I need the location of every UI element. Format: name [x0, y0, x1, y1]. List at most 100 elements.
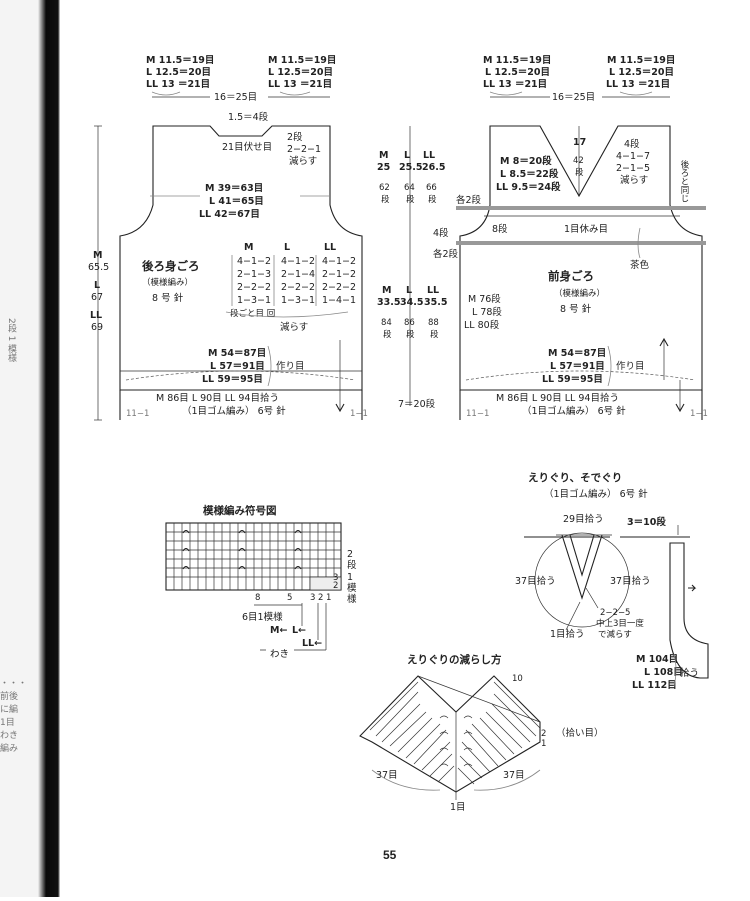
mid-header-m: M	[379, 150, 388, 161]
back-title: 後ろ身ごろ	[142, 259, 200, 273]
chart-note-2: 段	[347, 559, 357, 571]
back-dec-note2: 減らす	[280, 321, 308, 333]
back-neck-note2: 2−2−1	[287, 144, 321, 155]
front-corner-right: 1−1	[690, 409, 708, 419]
front-pickup: M 86目 L 90目 LL 94目拾う	[496, 392, 619, 404]
neckband-subtitle: （1目ゴム編み） 6号 針	[544, 488, 648, 500]
back-shoulder-left-l: L 12.5＝20目	[146, 67, 211, 78]
back-hem-l: L 57＝91目	[210, 361, 265, 372]
chart-size-ll: LL←	[302, 638, 322, 649]
vneck-title: えりぐりの減らし方	[407, 653, 502, 666]
neckband-arm-label: 拾う	[680, 667, 699, 679]
front-rows4: 4段	[433, 227, 449, 239]
stitch-chart: 模様編み符号図 2 段 1 模 様 3 2 8 5 3 2 1 6目1模様 M←…	[165, 504, 357, 660]
neckband-arm-l: L 108目	[644, 667, 683, 678]
back-dec-r4-l: 1−3−1	[281, 295, 315, 306]
margin-vertical-note: 2段 1 模様	[6, 318, 16, 363]
back-height-m-val: 65.5	[88, 262, 109, 273]
front-shoulder-right-l: L 12.5＝20目	[609, 67, 674, 78]
mid-row1-ll-sub: 66	[426, 183, 437, 193]
back-corner-right: 1−1	[350, 409, 368, 419]
back-dec-r1-ll: 4−1−2	[322, 256, 356, 267]
back-pickup: M 86目 L 90目 LL 94目拾う	[156, 392, 279, 404]
chart-symbols	[182, 529, 302, 570]
front-stripe-left: 各2段	[456, 194, 482, 206]
back-armhole-l: L 41＝65目	[209, 196, 264, 207]
chart-num-8: 8	[255, 593, 260, 603]
back-neck-note1: 2段	[287, 131, 303, 143]
chart-note-3: 1	[347, 572, 353, 583]
neckband-right-pick: 37目拾う	[610, 575, 651, 587]
front-side-rows-m: M 76段	[468, 293, 501, 305]
front-v-depth: 17	[573, 137, 586, 148]
back-height-l: L	[94, 280, 100, 291]
back-shoulder-left-m: M 11.5＝19目	[146, 55, 214, 66]
front-v-dec-3: 2−1−5	[616, 163, 650, 174]
back-dec-r1-l: 4−1−2	[281, 256, 315, 267]
chart-side: わき	[270, 649, 289, 660]
back-dec-r4-ll: 1−4−1	[322, 295, 356, 306]
back-neck-note3: 減らす	[289, 155, 317, 167]
chart-row-3: 3	[333, 573, 338, 583]
front-neck-width: 16＝25目	[552, 92, 595, 103]
neckband-diagram: えりぐり、そでぐり （1目ゴム編み） 6号 針 29目拾う 3＝10段 37目拾…	[515, 472, 709, 691]
back-neck-width: 16＝25目	[214, 92, 257, 103]
chart-num-3: 3	[310, 593, 315, 603]
front-color: 茶色	[630, 259, 650, 271]
mid-header2-m: M	[382, 285, 391, 296]
mid-bottom: 7＝20段	[398, 398, 436, 410]
front-bodice-diagram: M 11.5＝19目 L 12.5＝20目 LL 13 ＝21目 M 11.5＝…	[433, 55, 708, 420]
mid-row1-l-sub: 64	[404, 183, 415, 193]
neckband-circle	[534, 532, 630, 628]
mid-unit-2c: 段	[430, 329, 439, 340]
back-dec-note1: 段ごと目 回	[230, 308, 275, 319]
chart-num-1: 1	[326, 593, 331, 603]
mid-unit-1b: 段	[406, 194, 415, 205]
back-corner-left: 11−1	[126, 409, 149, 419]
front-title: 前身ごろ	[548, 269, 594, 283]
mid-row1-m: 25	[377, 162, 390, 173]
back-height-m: M	[93, 250, 102, 261]
mid-unit-1c: 段	[428, 194, 437, 205]
back-bindoff: 21目伏せ目	[222, 141, 272, 153]
back-ribbing: （1目ゴム編み） 6号 針	[182, 405, 286, 417]
back-dec-r2-l: 2−1−4	[281, 269, 315, 280]
mid-row2-m-sub: 84	[381, 318, 392, 328]
vneck-center: 1目	[450, 802, 466, 813]
front-hem-m: M 54＝87目	[548, 348, 606, 359]
front-shoulder-left-m: M 11.5＝19目	[483, 55, 551, 66]
back-make-sts: 作り目	[276, 360, 305, 372]
front-same-as-back: 後ろと同じ	[679, 159, 689, 202]
mid-unit-2b: 段	[406, 329, 415, 340]
front-v-rows-m: M 8＝20段	[500, 155, 552, 167]
back-height-ll: LL	[90, 310, 102, 321]
pattern-diagrams: M 11.5＝19目 L 12.5＝20目 LL 13 ＝21目 M 11.5＝…	[88, 55, 709, 813]
front-shoulder-left-l: L 12.5＝20目	[485, 67, 550, 78]
back-shoulder-left-ll: LL 13 ＝21目	[146, 79, 210, 90]
chart-note-1: 2	[347, 549, 353, 560]
mid-row2-ll-sub: 88	[428, 318, 439, 328]
back-dec-r3-l: 2−2−2	[281, 282, 315, 293]
neckband-arm-ll: LL 112目	[632, 680, 677, 691]
back-neck-rows: 1.5＝4段	[228, 111, 269, 123]
neckband-center-pick: 1目拾う	[550, 628, 585, 640]
vneck-row-1: 1	[541, 739, 546, 749]
mid-row1-l: 25.5	[399, 162, 422, 173]
neckband-arm-m: M 104目	[636, 654, 678, 665]
front-corner-left: 11−1	[466, 409, 489, 419]
front-stripe-mid: 8段	[492, 223, 508, 235]
mid-unit-2a: 段	[383, 329, 392, 340]
front-rows2: 各2段	[433, 248, 459, 260]
front-shoulder-right-m: M 11.5＝19目	[607, 55, 675, 66]
back-dec-r3-m: 2−2−2	[237, 282, 271, 293]
back-pattern: （模様編み）	[142, 277, 193, 288]
mid-row2-l-sub: 86	[404, 318, 415, 328]
mid-header2-l: L	[406, 285, 412, 296]
back-height-ll-val: 69	[91, 322, 103, 333]
vneck-decrease-diagram: えりぐりの減らし方 10 2 1 （拾い目） 37目 37目 1目	[359, 653, 604, 813]
front-v-dec-4: 減らす	[620, 174, 648, 186]
neckband-dec-1: 2−2−5	[600, 608, 630, 618]
back-height-l-val: 67	[91, 292, 103, 303]
front-make-sts: 作り目	[616, 360, 645, 372]
chart-row-2: 2	[333, 581, 338, 591]
